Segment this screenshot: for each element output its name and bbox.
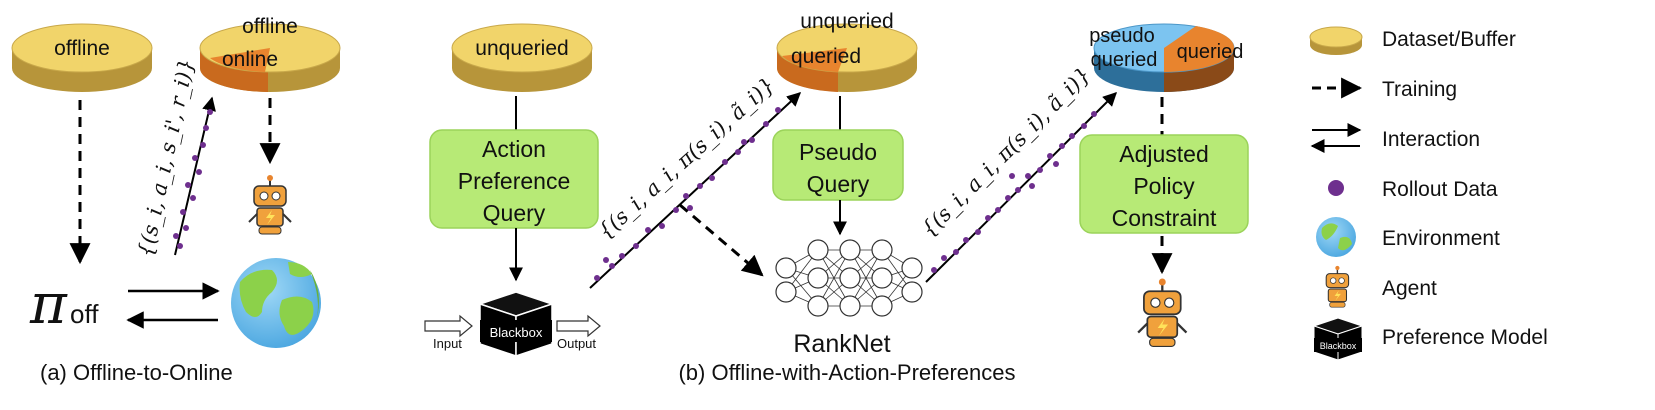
adjusted-line-2: Policy: [1133, 173, 1195, 199]
adjusted-line-1: Adjusted: [1119, 141, 1209, 167]
caption-b: (b) Offline-with-Action-Preferences: [678, 360, 1015, 385]
panel-b: unqueried Action Preference Query Blackb…: [424, 10, 1249, 385]
action-query-line-3: Query: [483, 200, 546, 226]
action-preference-query-box: Action Preference Query: [429, 129, 599, 229]
adjusted-line-3: Constraint: [1112, 205, 1217, 231]
legend-label-preference-model: Preference Model: [1382, 326, 1548, 349]
pie-online-label: online: [222, 48, 278, 71]
input-arrow-icon: [424, 314, 473, 338]
legend-dataset-icon: [1309, 26, 1363, 55]
pseudo-query-line-1: Pseudo: [799, 139, 877, 165]
legend-label-environment: Environment: [1382, 227, 1500, 250]
robot-icon: [1137, 278, 1188, 347]
unqueried-dataset-disc: unqueried: [451, 23, 593, 92]
pie3-queried-label: queried: [1177, 41, 1244, 63]
unqueried-queried-pie: unqueried queried: [776, 10, 918, 92]
action-query-line-1: Action: [482, 136, 546, 162]
rollout-formula-b2: {(s_i, a_i, π(s_i), ã_i)}: [917, 63, 1096, 242]
offline-dataset-disc: offline: [11, 23, 153, 92]
policy-subscript-off: off: [70, 299, 99, 329]
offline-online-pie: offline online: [199, 15, 341, 92]
pseudo-query-box: Pseudo Query: [772, 129, 904, 201]
legend-robot-icon: [1325, 265, 1350, 308]
rollout-formula-b1: {(s_i, a_i, π(s_i), ã_i)}: [593, 73, 779, 244]
rollout-formula-a: {(s_i, a_i, s_i', r_i)}: [133, 57, 198, 259]
input-label: Input: [433, 336, 462, 351]
unqueried-dataset-label: unqueried: [475, 37, 568, 60]
offline-dataset-label: offline: [54, 37, 110, 60]
legend-blackbox-text: Blackbox: [1320, 341, 1357, 351]
legend-purple-dot-icon: [1328, 180, 1344, 196]
legend-label-rollout: Rollout Data: [1382, 178, 1498, 201]
pseudo-queried-pie: pseudo queried queried: [1089, 23, 1244, 92]
rollout-dots-b1: [594, 107, 781, 281]
rollout-dots-b2: [931, 111, 1097, 273]
legend-label-training: Training: [1382, 78, 1457, 101]
legend-blackbox-cube-icon: Blackbox: [1312, 317, 1364, 361]
blackbox-label: Blackbox: [490, 325, 543, 340]
ranknet-network-icon: [775, 239, 923, 317]
ranknet-label: RankNet: [793, 330, 890, 358]
pie2-unqueried-label: unqueried: [800, 10, 893, 33]
panel-a: offline offline online {(s_i, a_i, s_i',…: [11, 15, 341, 385]
legend-label-interaction: Interaction: [1382, 128, 1480, 151]
rollout-dots-a: [173, 109, 213, 249]
pie2-queried-label: queried: [791, 45, 861, 68]
globe-icon: [231, 258, 321, 348]
pie3-pseudo-queried-label: queried: [1091, 49, 1158, 71]
pie-offline-label: offline: [242, 15, 298, 38]
robot-icon: [248, 175, 292, 235]
blackbox-preference-model: Blackbox: [477, 291, 555, 358]
output-label: Output: [557, 336, 596, 351]
pseudo-query-line-2: Query: [807, 171, 870, 197]
legend-label-dataset: Dataset/Buffer: [1382, 28, 1516, 51]
training-arrow-to-ranknet: [679, 203, 764, 277]
legend: Dataset/Buffer Training Interaction Roll…: [1309, 26, 1548, 361]
action-query-line-2: Preference: [458, 168, 571, 194]
legend-double-arrow-icon: [1310, 123, 1362, 153]
caption-a: (a) Offline-to-Online: [40, 360, 233, 385]
legend-label-agent: Agent: [1382, 277, 1437, 300]
rollout-arrow-a: [174, 96, 216, 256]
pie3-pseudo-label: pseudo: [1089, 25, 1155, 47]
policy-pi-symbol: π: [29, 272, 68, 337]
adjusted-policy-constraint-box: Adjusted Policy Constraint: [1079, 134, 1249, 234]
legend-globe-icon: [1316, 217, 1356, 257]
output-arrow-icon: [556, 314, 601, 338]
